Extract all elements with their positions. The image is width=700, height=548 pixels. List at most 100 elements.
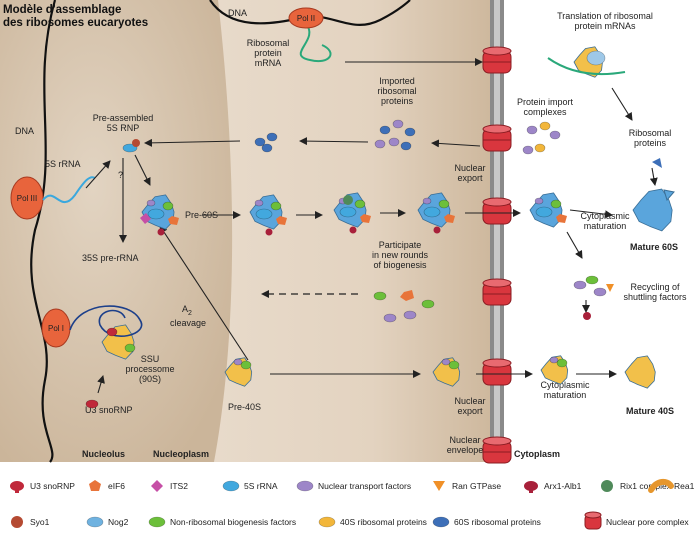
- legend-60s-proteins: 60S ribosomal proteins: [432, 516, 541, 528]
- pol3-enzyme: Pol III: [10, 176, 44, 220]
- legend-eif6-label: eIF6: [108, 481, 125, 491]
- svg-text:Pol I: Pol I: [48, 324, 64, 333]
- triangle-icon: [433, 481, 445, 491]
- svg-text:cleavage: cleavage: [170, 318, 206, 328]
- legend-ran-gtpase: Ran GTPase: [433, 481, 501, 491]
- nuclear-pore-complex: [482, 46, 512, 74]
- svg-text:Modèle d'assemblage: Modèle d'assemblage: [3, 4, 121, 16]
- 5s-rrna-label: 5S rRNA: [45, 159, 81, 169]
- preassembled-5s-rnp-label: Pre-assembled 5S RNP: [93, 113, 154, 133]
- imported-proteins-label: Imported ribosomal proteins: [377, 76, 416, 106]
- svg-text:Nuclear: Nuclear: [454, 396, 485, 406]
- svg-text:Pre-assembled: Pre-assembled: [93, 113, 154, 123]
- nuclear-export-bottom-label: Nuclear export: [454, 396, 485, 416]
- svg-text:(90S): (90S): [139, 374, 161, 384]
- pol1-enzyme: Pol I: [41, 308, 71, 348]
- nucleoplasm-label: Nucleoplasm: [153, 449, 209, 459]
- u3-snornp-icon: [10, 481, 24, 493]
- svg-text:Cytoplasmic: Cytoplasmic: [540, 380, 590, 390]
- ellipse-icon: [296, 480, 314, 492]
- svg-text:Ribosomal: Ribosomal: [629, 128, 672, 138]
- mature40s-particle: [624, 355, 656, 389]
- legend-rea1: Rea1: [648, 478, 695, 493]
- dna-strand-top: [209, 0, 411, 26]
- legend-rea1-label: Rea1: [674, 481, 695, 491]
- svg-text:shuttling factors: shuttling factors: [623, 292, 687, 302]
- svg-text:Nuclear: Nuclear: [449, 435, 480, 445]
- 5s-rnp-particle: [122, 139, 140, 153]
- legend-60s-proteins-label: 60S ribosomal proteins: [454, 517, 541, 527]
- svg-text:Nuclear: Nuclear: [454, 163, 485, 173]
- u3-snornp-particle: [85, 399, 99, 409]
- question-mark-label: ?: [118, 170, 123, 180]
- circle-icon: [11, 516, 23, 528]
- ellipse-icon: [318, 516, 336, 528]
- svg-text:protein mRNAs: protein mRNAs: [574, 21, 636, 31]
- a2-cleavage-label: A2 cleavage: [170, 304, 206, 328]
- svg-text:mRNA: mRNA: [255, 58, 282, 68]
- translation-label: Translation of ribosomal protein mRNAs: [557, 11, 653, 31]
- pre40s-particle: [224, 357, 253, 387]
- pre60s-particle: [529, 192, 567, 228]
- 5s-rrna-transcript: [42, 176, 96, 203]
- svg-text:in new rounds: in new rounds: [372, 250, 429, 260]
- pre60s-particle: [333, 192, 371, 234]
- legend-nuclear-transport-label: Nuclear transport factors: [318, 481, 411, 491]
- pre60s-label: Pre-60S: [185, 210, 218, 220]
- svg-text:Imported: Imported: [379, 76, 415, 86]
- svg-text:export: export: [457, 173, 483, 183]
- svg-text:Pol II: Pol II: [297, 14, 315, 23]
- translating-ribosome: [547, 46, 626, 78]
- nuclear-pore-complex: [482, 197, 512, 225]
- legend-40s-proteins: 40S ribosomal proteins: [318, 516, 427, 528]
- legend-nog2-label: Nog2: [108, 517, 129, 527]
- svg-text:5S RNP: 5S RNP: [107, 123, 140, 133]
- dna-strand-left: [30, 0, 57, 463]
- recycling-factors: [373, 275, 614, 323]
- legend-rix1-label: Rix1 complex: [620, 481, 672, 491]
- pre60s-particle: [417, 192, 455, 234]
- nuclear-export-top-label: Nuclear export: [454, 163, 485, 183]
- diagram-title: Modèle d'assemblage des ribosomes eucary…: [3, 4, 148, 29]
- mrna-strand: [299, 23, 332, 63]
- dna-top-label: DNA: [228, 8, 247, 18]
- svg-text:ribosomal: ribosomal: [377, 86, 416, 96]
- svg-text:processome: processome: [125, 364, 174, 374]
- legend-5s-rrna: 5S rRNA: [222, 480, 278, 492]
- legend-eif6: eIF6: [89, 480, 125, 491]
- cyto-maturation-bottom-label: Cytoplasmic maturation: [540, 380, 590, 400]
- legend-nog2: Nog2: [86, 516, 129, 528]
- pre40s-particle: [540, 355, 569, 385]
- legend-npc-label: Nuclear pore complex: [606, 517, 689, 527]
- legend-5s-rrna-label: 5S rRNA: [244, 481, 278, 491]
- legend-u3-snornp-label: U3 snoRNP: [30, 481, 75, 491]
- legend-arx1-alb1: Arx1-Alb1: [524, 481, 582, 493]
- legend: U3 snoRNP eIF6 ITS2 5S rRNA Nuclear transpor…: [0, 464, 700, 543]
- imported-protein-cluster: [254, 119, 662, 168]
- svg-text:SSU: SSU: [141, 354, 160, 364]
- legend-its2: ITS2: [151, 480, 188, 492]
- pre60s-particle: [249, 194, 287, 236]
- svg-text:Pol III: Pol III: [17, 194, 37, 203]
- svg-text:Translation of ribosomal: Translation of ribosomal: [557, 11, 653, 21]
- pre40s-particle: [432, 357, 461, 387]
- nuclear-pore-complex: [482, 436, 512, 464]
- svg-text:complexes: complexes: [523, 107, 567, 117]
- import-complexes-label: Protein import complexes: [517, 97, 574, 117]
- ellipse-icon: [432, 516, 450, 528]
- pentagon-icon: [89, 480, 101, 491]
- legend-ran-gtpase-label: Ran GTPase: [452, 481, 501, 491]
- ssu-processome-label: SSU processome (90S): [125, 354, 174, 384]
- legend-40s-proteins-label: 40S ribosomal proteins: [340, 517, 427, 527]
- ribosomal-protein-mrna-label: Ribosomal protein mRNA: [247, 38, 290, 68]
- u3-snornp-label: U3 snoRNP: [85, 405, 133, 415]
- 35s-pre-rrna-label: 35S pre-rRNA: [82, 253, 139, 263]
- svg-text:maturation: maturation: [544, 390, 587, 400]
- svg-text:A2: A2: [182, 304, 192, 317]
- rea1-icon: [648, 478, 674, 493]
- svg-text:Recycling of: Recycling of: [630, 282, 680, 292]
- legend-syo1-label: Syo1: [30, 517, 50, 527]
- svg-text:maturation: maturation: [584, 221, 627, 231]
- nucleolus-label: Nucleolus: [82, 449, 125, 459]
